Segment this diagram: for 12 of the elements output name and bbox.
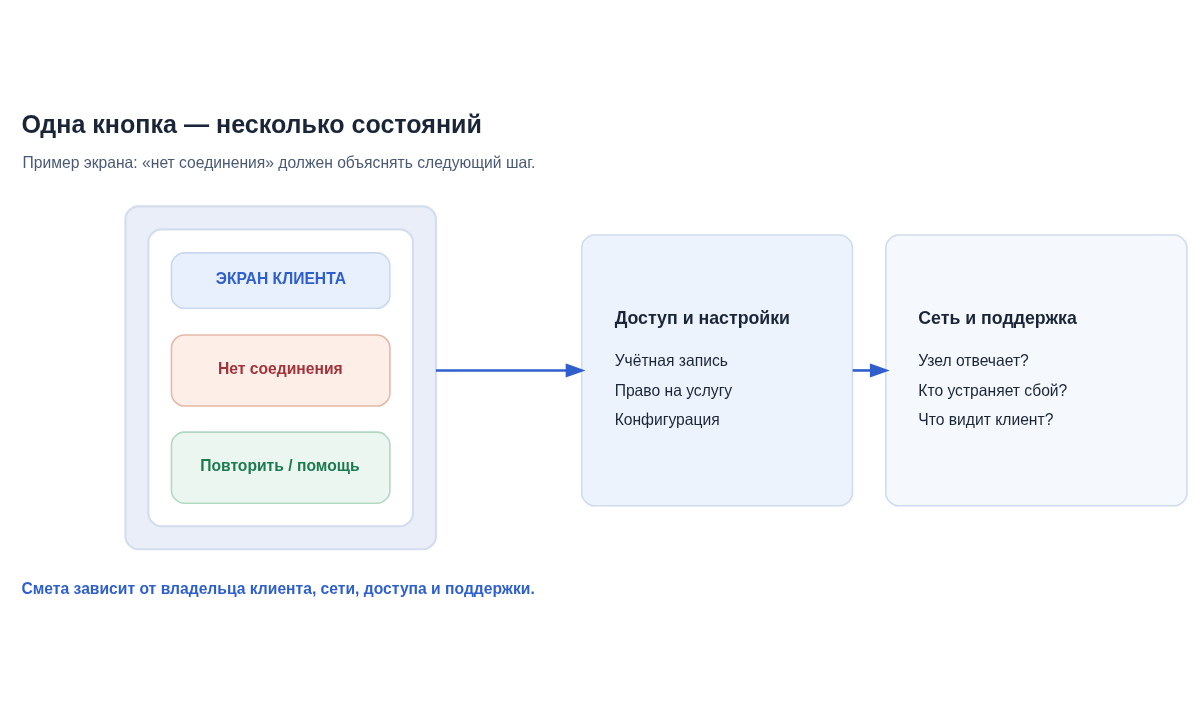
diagram-title: Одна кнопка — несколько состояний [21,110,482,139]
cluster [124,205,437,551]
cluster [147,228,414,528]
node-box: ЭКРАН КЛИЕНТА [170,252,391,310]
node-box: Доступ и настройки Учётная запись Право на услугу Конфигурация [580,234,854,507]
node-box: Повторить / помощь [170,431,391,504]
arrow [435,363,586,378]
node-box: Нет соединения [170,334,391,407]
arrow [852,363,890,378]
node-box: Сеть и поддержка Узел отвечает? Кто устраняет сбой? Что видит клиент? [885,234,1188,507]
label: Пример экрана: «нет соединения» должен объяснять следующий шаг. [22,154,536,172]
label: Смета зависит от владельца клиента, сети, доступа и поддержки. [21,579,535,597]
